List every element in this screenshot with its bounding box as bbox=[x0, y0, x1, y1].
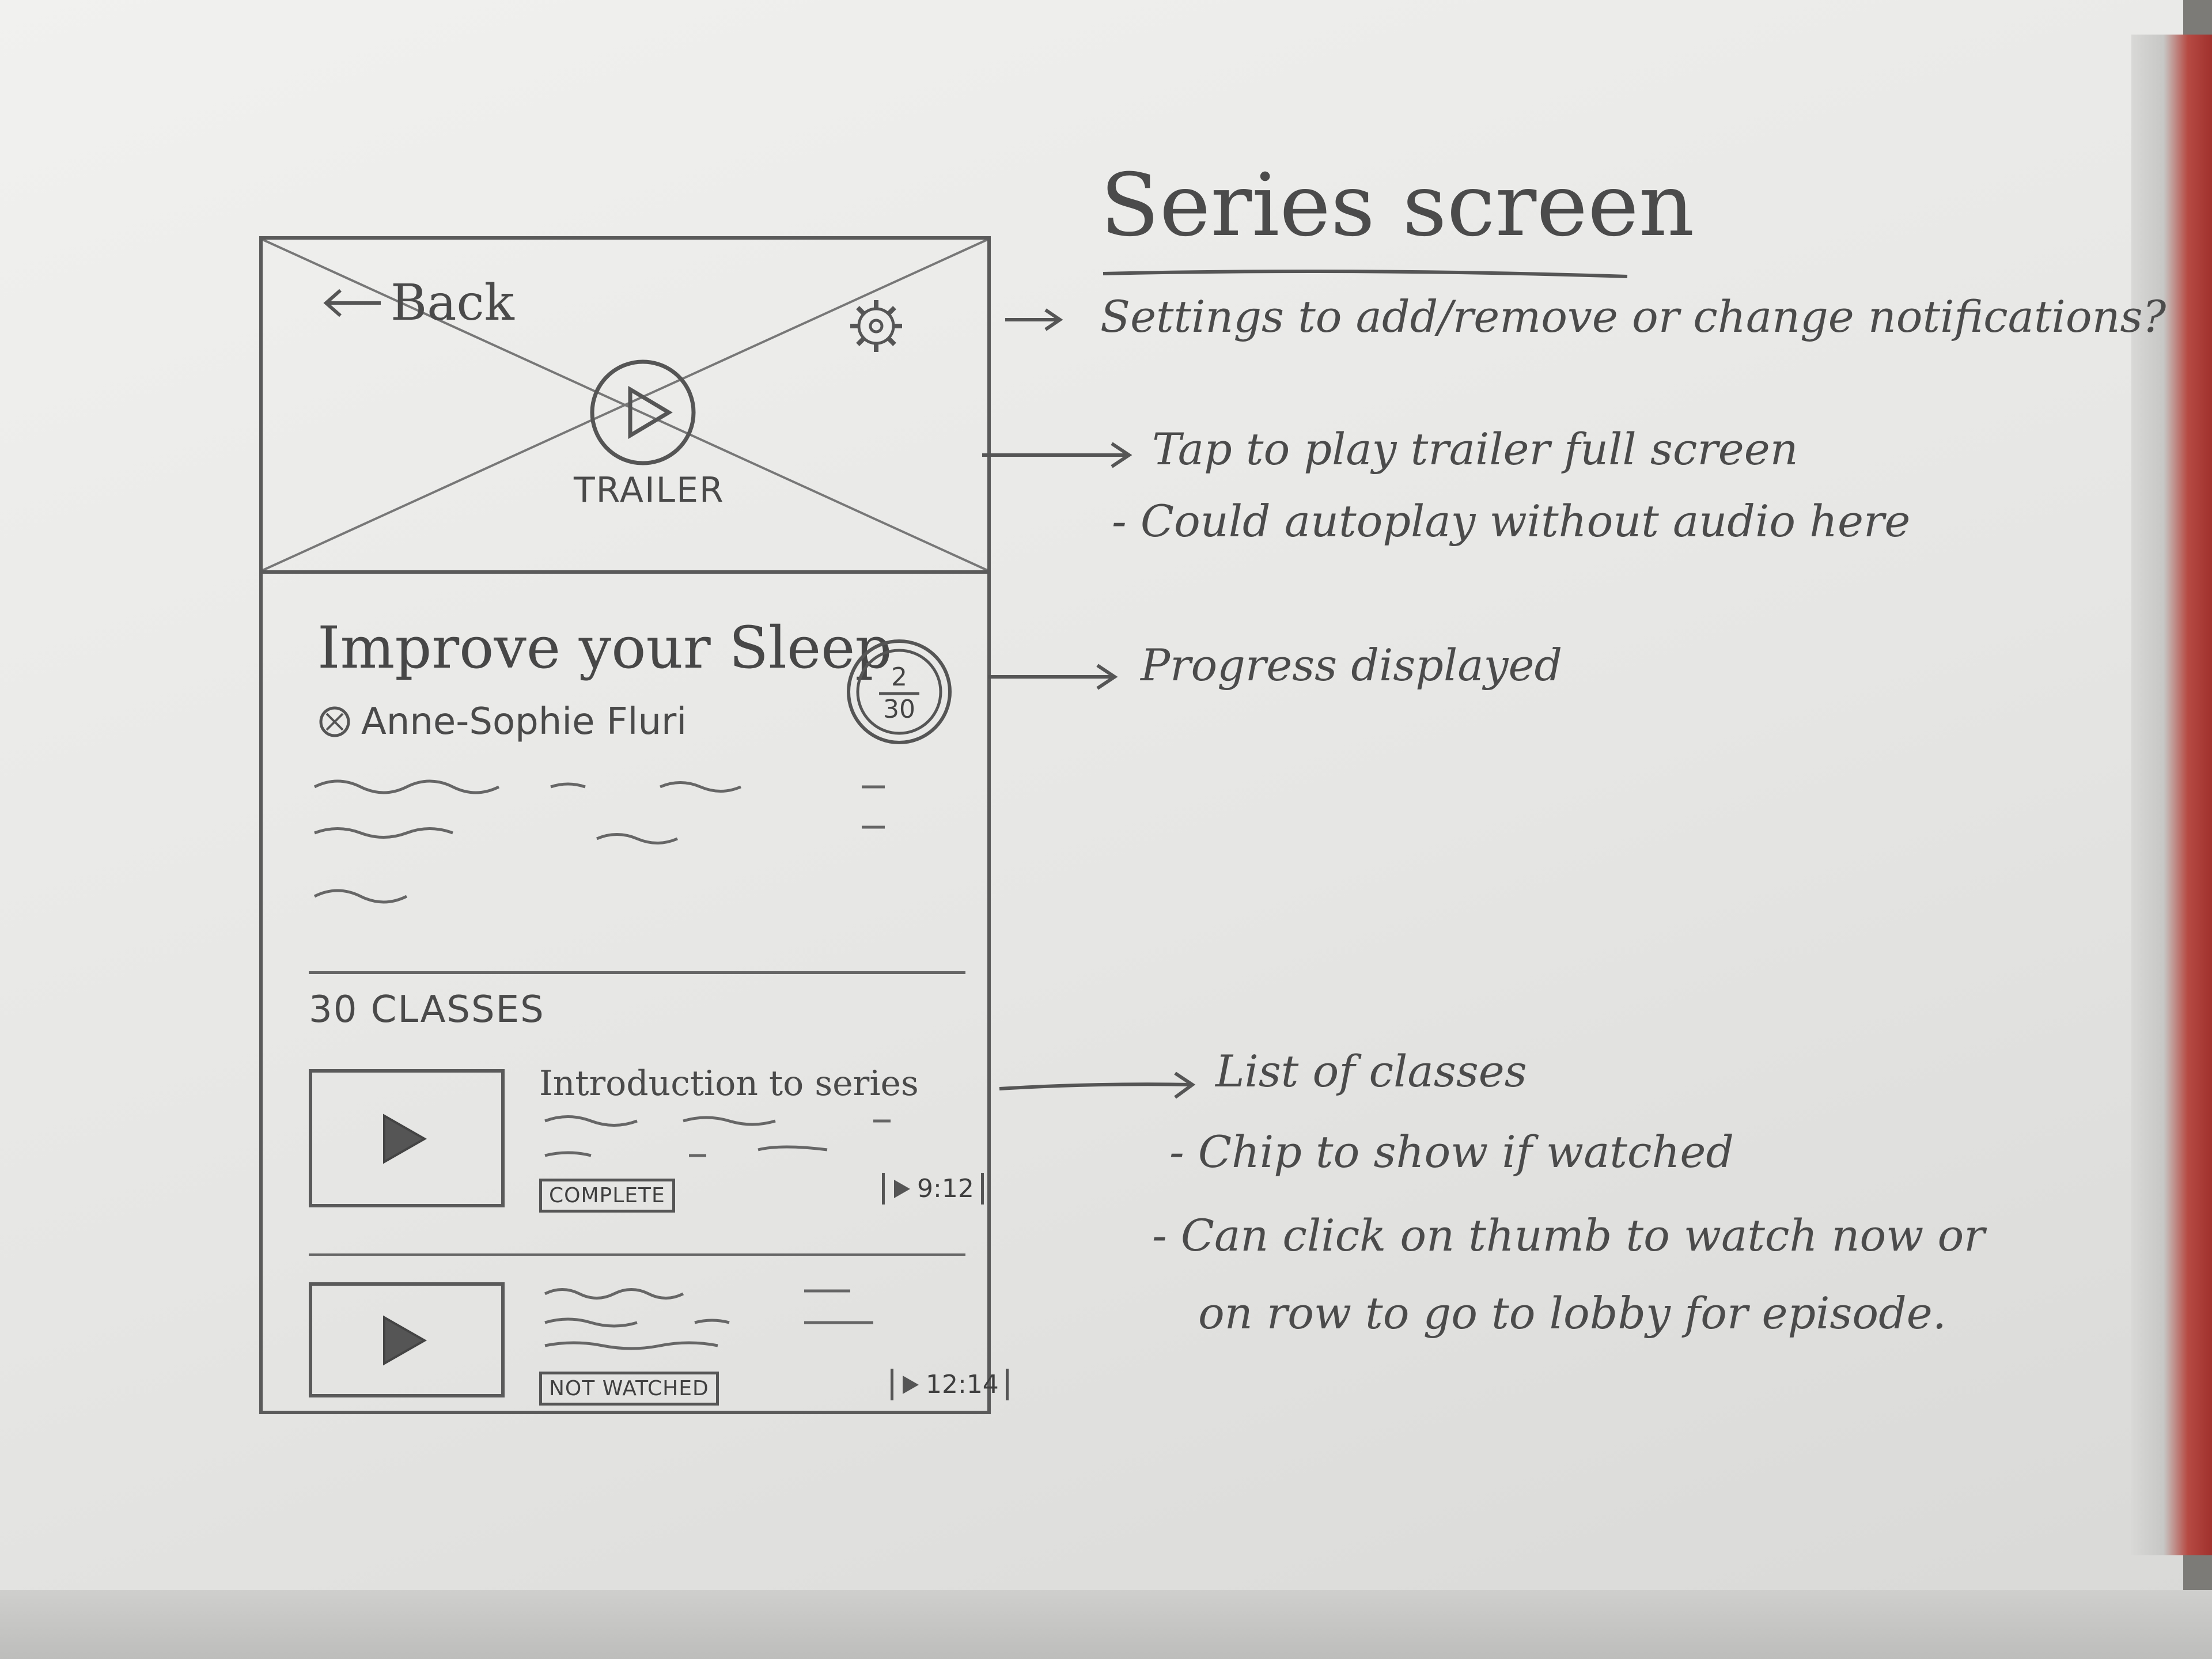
annotation-list-3: - Can click on thumb to watch now or bbox=[1152, 1210, 1985, 1261]
class-description-placeholder bbox=[544, 1288, 873, 1350]
author-row: Anne-Sophie Fluri bbox=[317, 700, 687, 743]
class-row[interactable]: Introduction to series COMPLETE 9:12 bbox=[309, 1063, 984, 1236]
progress-badge: 2 30 bbox=[847, 639, 952, 744]
notebook-edge bbox=[2131, 35, 2212, 1555]
annotation-list-2: - Chip to show if watched bbox=[1169, 1126, 1734, 1177]
progress-current: 2 bbox=[891, 662, 907, 692]
annotation-progress: Progress displayed bbox=[1141, 639, 1563, 691]
status-chip: NOT WATCHED bbox=[539, 1372, 719, 1406]
author-name: Anne-Sophie Fluri bbox=[361, 700, 687, 743]
play-icon bbox=[894, 1179, 910, 1198]
arrow-icon bbox=[982, 442, 1132, 468]
arrow-icon bbox=[999, 1071, 1196, 1099]
section-divider bbox=[309, 971, 965, 974]
paper-sheet bbox=[0, 0, 2183, 1613]
annotation-settings: Settings to add/remove or change notific… bbox=[1100, 291, 2166, 342]
series-info: Improve your Sleep Anne-Sophie Fluri 2 3… bbox=[263, 574, 987, 948]
class-description-placeholder bbox=[544, 1115, 891, 1157]
notebook-bottom bbox=[0, 1590, 2212, 1659]
class-thumbnail[interactable] bbox=[309, 1069, 505, 1207]
annotation-list-4: on row to go to lobby for episode. bbox=[1198, 1287, 1946, 1339]
arrow-icon bbox=[1005, 308, 1063, 331]
annotation-list-1: List of classes bbox=[1215, 1046, 1527, 1097]
class-row[interactable]: NOT WATCHED 12:14 bbox=[309, 1282, 1009, 1449]
back-button[interactable]: Back bbox=[320, 274, 514, 332]
series-title: Improve your Sleep bbox=[317, 614, 892, 681]
arrow-icon bbox=[988, 664, 1118, 690]
status-chip: COMPLETE bbox=[539, 1179, 675, 1213]
class-title: Introduction to series bbox=[539, 1063, 919, 1104]
play-circle-icon[interactable] bbox=[585, 355, 700, 470]
placeholder-cross bbox=[263, 240, 987, 570]
annotation-trailer-2: - Could autoplay without audio here bbox=[1112, 495, 1911, 547]
trailer-hero[interactable]: Back TRAILER bbox=[263, 240, 987, 574]
duration-badge: 9:12 bbox=[882, 1173, 984, 1205]
sheet-title: Series screen bbox=[1100, 156, 1695, 256]
classes-header: 30 CLASSES bbox=[309, 988, 545, 1031]
annotation-trailer-1: Tap to play trailer full screen bbox=[1152, 423, 1798, 475]
play-icon bbox=[383, 1315, 427, 1366]
back-label: Back bbox=[391, 274, 514, 332]
description-placeholder bbox=[313, 779, 885, 904]
avatar-icon bbox=[319, 706, 350, 737]
play-icon bbox=[383, 1113, 427, 1164]
duration-label: 12:14 bbox=[926, 1370, 999, 1399]
back-arrow-icon bbox=[323, 289, 381, 317]
duration-label: 9:12 bbox=[917, 1174, 974, 1203]
play-icon bbox=[903, 1375, 919, 1394]
class-thumbnail[interactable] bbox=[309, 1282, 505, 1397]
progress-total: 30 bbox=[883, 695, 915, 724]
gear-icon[interactable] bbox=[844, 294, 908, 358]
phone-wireframe: Back TRAILER Improve your Sleep Anne-So bbox=[259, 236, 1009, 1414]
row-divider bbox=[309, 1253, 965, 1256]
duration-badge: 12:14 bbox=[891, 1369, 1009, 1400]
trailer-label: TRAILER bbox=[574, 470, 725, 510]
title-underline bbox=[1103, 270, 1628, 278]
